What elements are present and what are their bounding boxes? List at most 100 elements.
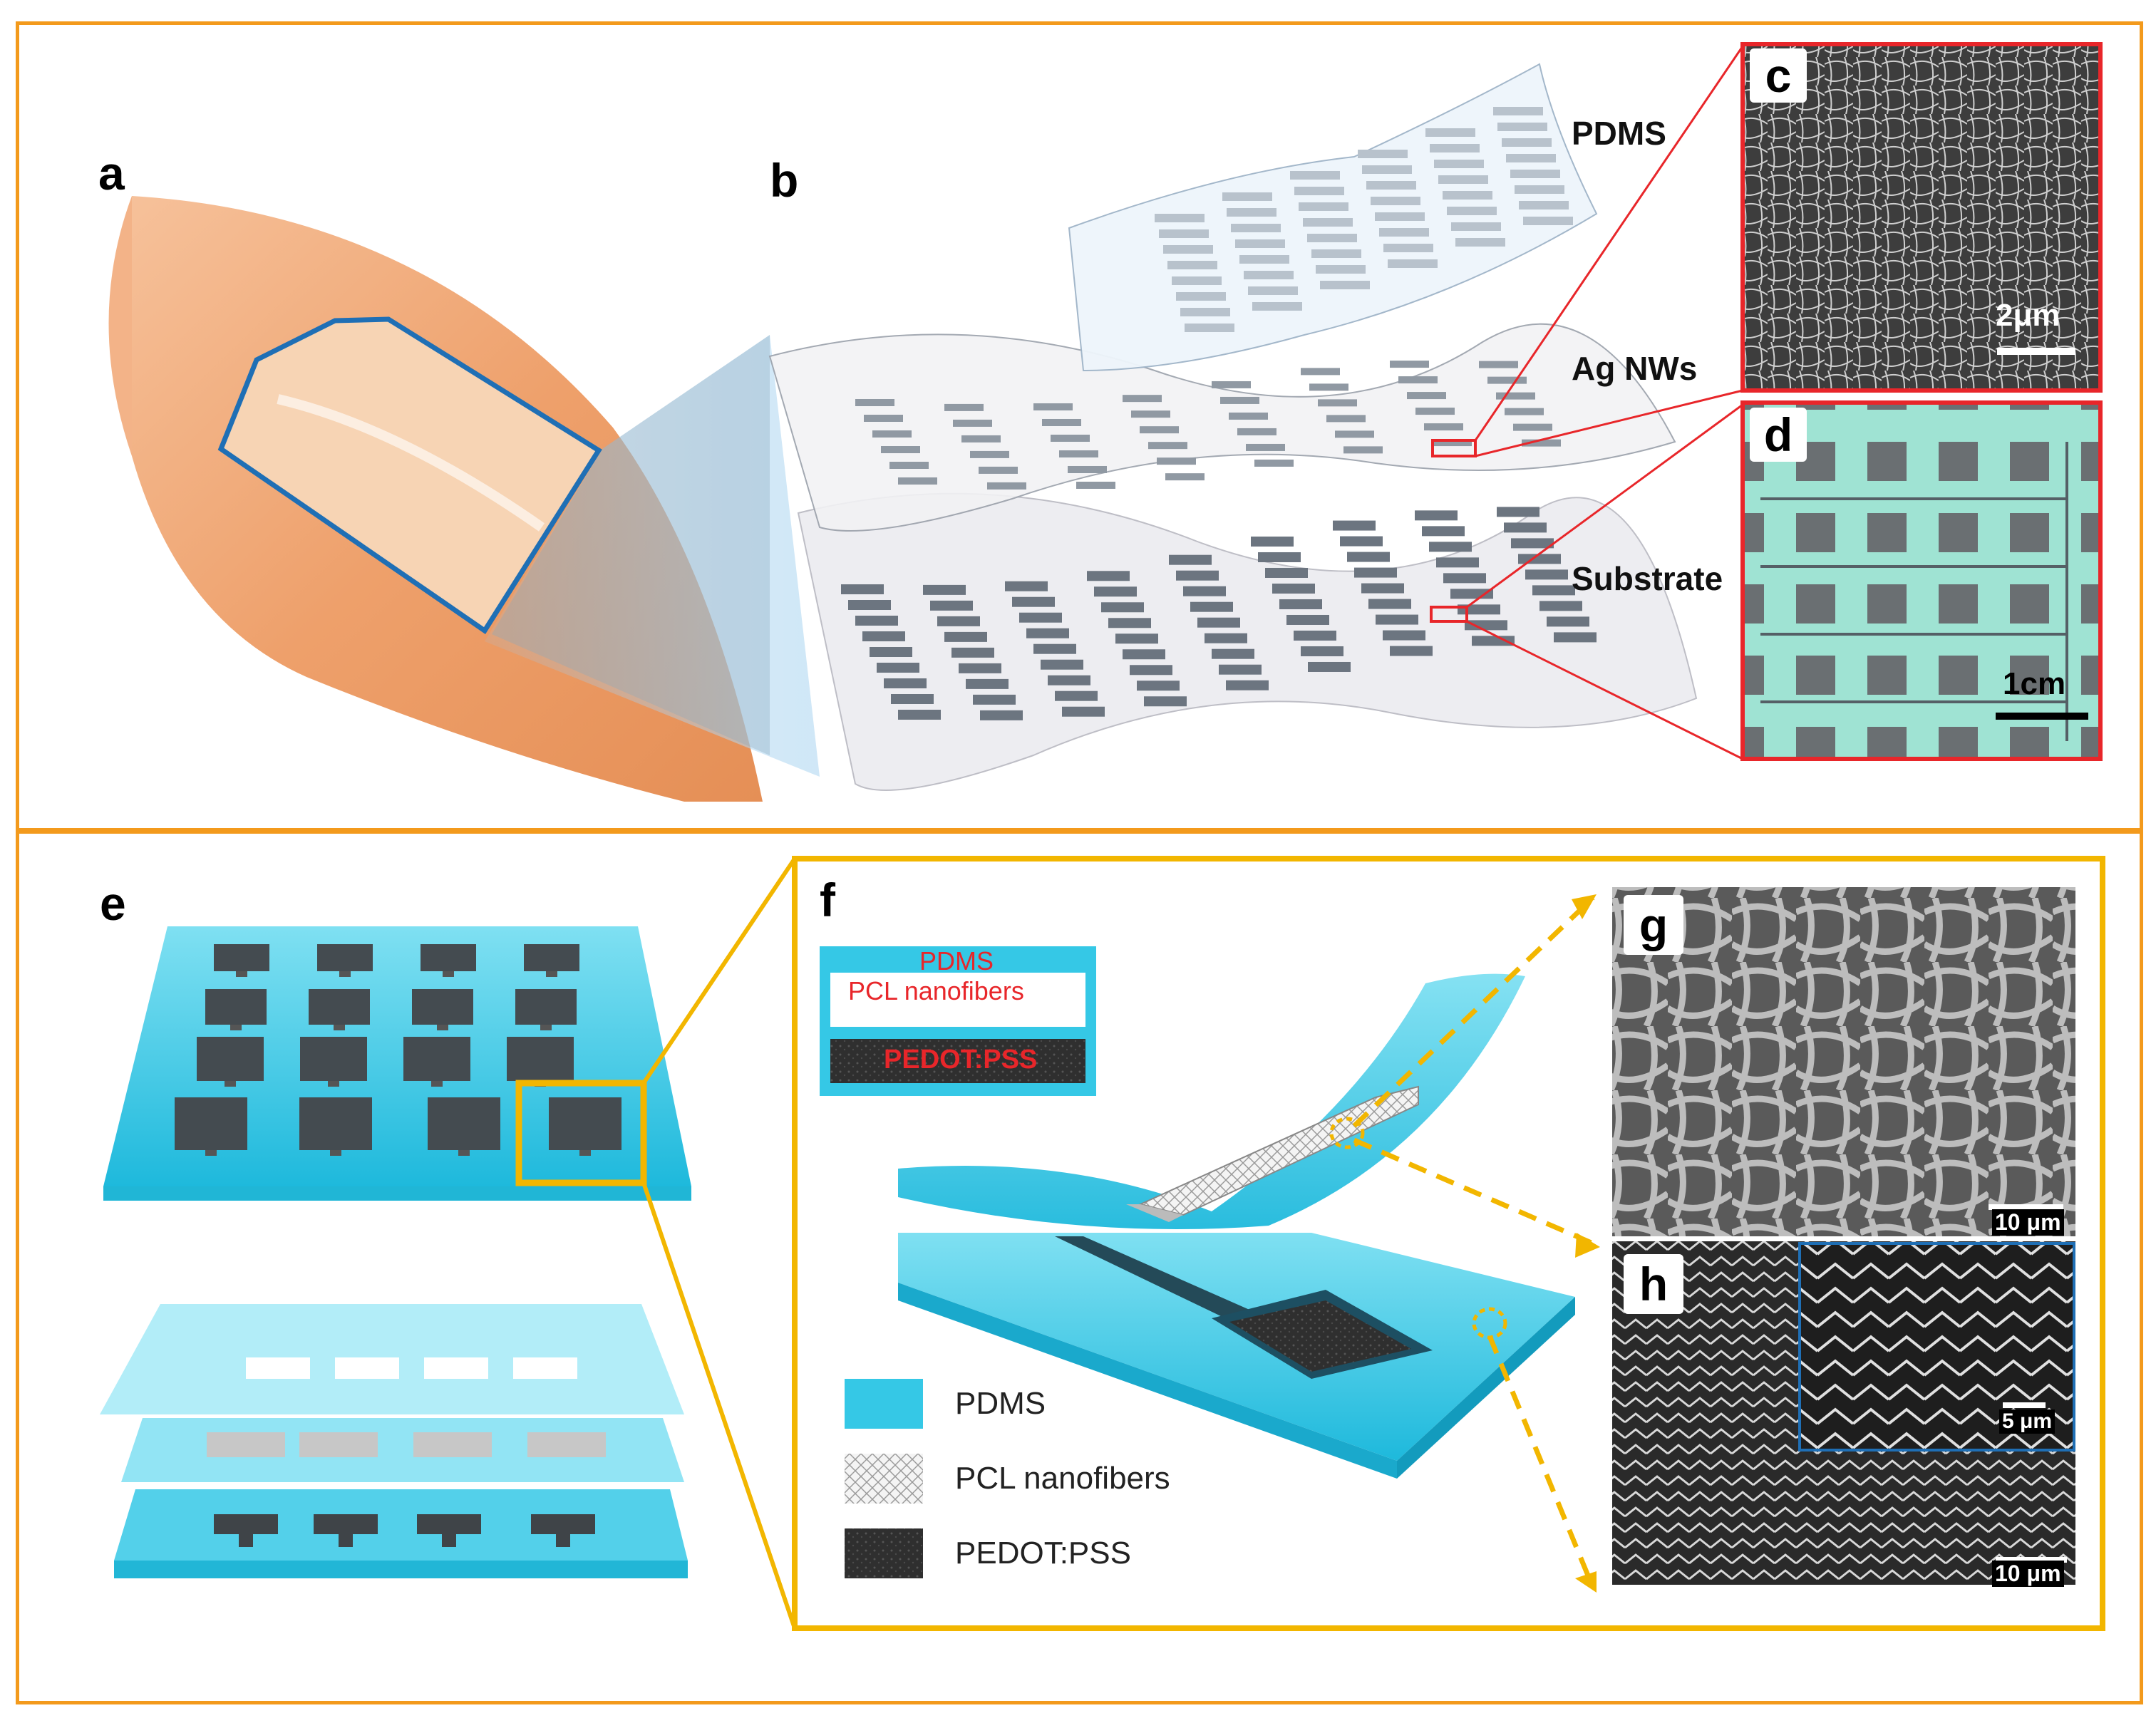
agnw-pad [1237,428,1276,435]
substrate-pad [1301,646,1343,656]
substrate-pad [884,678,927,688]
substrate-pad [1169,554,1212,565]
substrate-pad [1251,536,1294,547]
top-window [513,1357,577,1379]
pdms-pad [1222,192,1272,201]
electrode-pad [421,944,476,971]
pdms-pad [1231,224,1281,232]
substrate-pad [877,663,919,673]
agnw-pad [1335,430,1374,438]
pdms-pad [1434,160,1484,168]
substrate-pad [1415,510,1458,521]
agnw-pad [1140,426,1179,434]
pdms-pad [1299,202,1348,211]
substrate-pad [1108,618,1151,628]
agnw-pad [1424,423,1463,431]
pdms-pad [1185,324,1234,332]
panel-label-d: d [1750,408,1807,462]
pdms-pad [1248,286,1298,295]
pad-tab [443,971,454,977]
substrate-pad [1265,567,1308,578]
agnw-pad [1148,442,1187,450]
substrate-pad [1055,690,1098,701]
layer-label-substrate: Substrate [1572,560,1723,597]
substrate-pad [1012,596,1055,607]
substrate-pad [1383,630,1425,641]
top-window [246,1357,310,1379]
layer-label-pdms: PDMS [1572,115,1666,152]
pad-tab [339,971,351,977]
substrate-pad [1294,630,1336,641]
substrate-pad [1005,581,1048,591]
substrate-pad [1340,536,1383,547]
pcl-layer-pad [299,1432,378,1457]
pdms-pad [1497,123,1547,131]
pad-tab [546,971,557,977]
substrate-pad [1429,542,1472,552]
substrate-pad [1436,557,1479,568]
pdms-pad [1167,261,1217,269]
pdms-pad [1172,276,1222,285]
substrate-pad [1212,648,1254,659]
pad-tab [458,1150,470,1156]
pad-tab [334,1025,345,1030]
pdms-pad [1180,308,1230,316]
pdms-pad [1493,107,1543,115]
panel-label-a: a [98,147,125,200]
pdms-pad [1515,185,1564,194]
pdms-pad [1159,229,1209,238]
pdms-pad [1239,255,1289,264]
substrate-pad [1539,601,1582,611]
substrate-pad [1422,526,1465,537]
pad-tab [330,1150,341,1156]
substrate-pad [855,616,898,626]
electrode-pad [515,989,577,1025]
substrate-pad [862,631,905,641]
pdms-pad [1519,201,1569,209]
agnw-pad [1415,408,1455,415]
pdms-pad [1506,154,1556,162]
substrate-pad [1033,643,1076,654]
electrode-pad [507,1037,574,1081]
substrate-pad [1511,538,1554,549]
electrode-pad [300,1037,367,1081]
pedot-tab [339,1534,353,1547]
pdms-pad [1320,281,1370,289]
pedot-pad [531,1514,595,1534]
substrate-pad [1532,585,1575,596]
pad-tab [579,1150,591,1156]
substrate-pad [898,710,941,720]
substrate-pad [1443,573,1486,584]
pdms-pad [1523,217,1573,225]
substrate-pad [1525,569,1568,580]
electrode-pad [299,1097,372,1150]
electrode-pad [205,989,267,1025]
pdms-pad [1316,265,1366,274]
electrode-pad [412,989,473,1025]
agnw-pad [1479,361,1518,368]
substrate-pad [1347,552,1390,562]
substrate-pad [1197,617,1240,628]
top-panel-frame [16,21,2143,834]
panel-label-c: c [1750,48,1807,103]
inset-label-pdms: PDMS [919,946,994,976]
agnw-pad [1123,395,1162,403]
agnw-pad [1068,465,1107,473]
panel-label-b: b [770,154,799,207]
panel-label-e: e [100,877,126,930]
layer-label-agnws: Ag NWs [1572,350,1698,387]
substrate-pad [951,647,994,658]
pdms-pad [1362,165,1412,174]
pdms-pad [1163,245,1213,254]
inset-label-pedot: PEDOT:PSS [884,1045,1038,1075]
agnw-pad [944,403,984,411]
substrate-pad [1190,601,1233,612]
pdms-pad [1443,191,1492,200]
pdms-pad [1358,150,1408,158]
substrate-pad [966,678,1009,689]
pdms-pad [1451,222,1501,231]
scale-bar-h-inset: 5 μm [1999,1409,2056,1434]
scale-bar-h: 10 μm [1992,1561,2064,1587]
electrode-pad [175,1097,247,1150]
legend-label-pedot: PEDOT:PSS [955,1536,1131,1571]
